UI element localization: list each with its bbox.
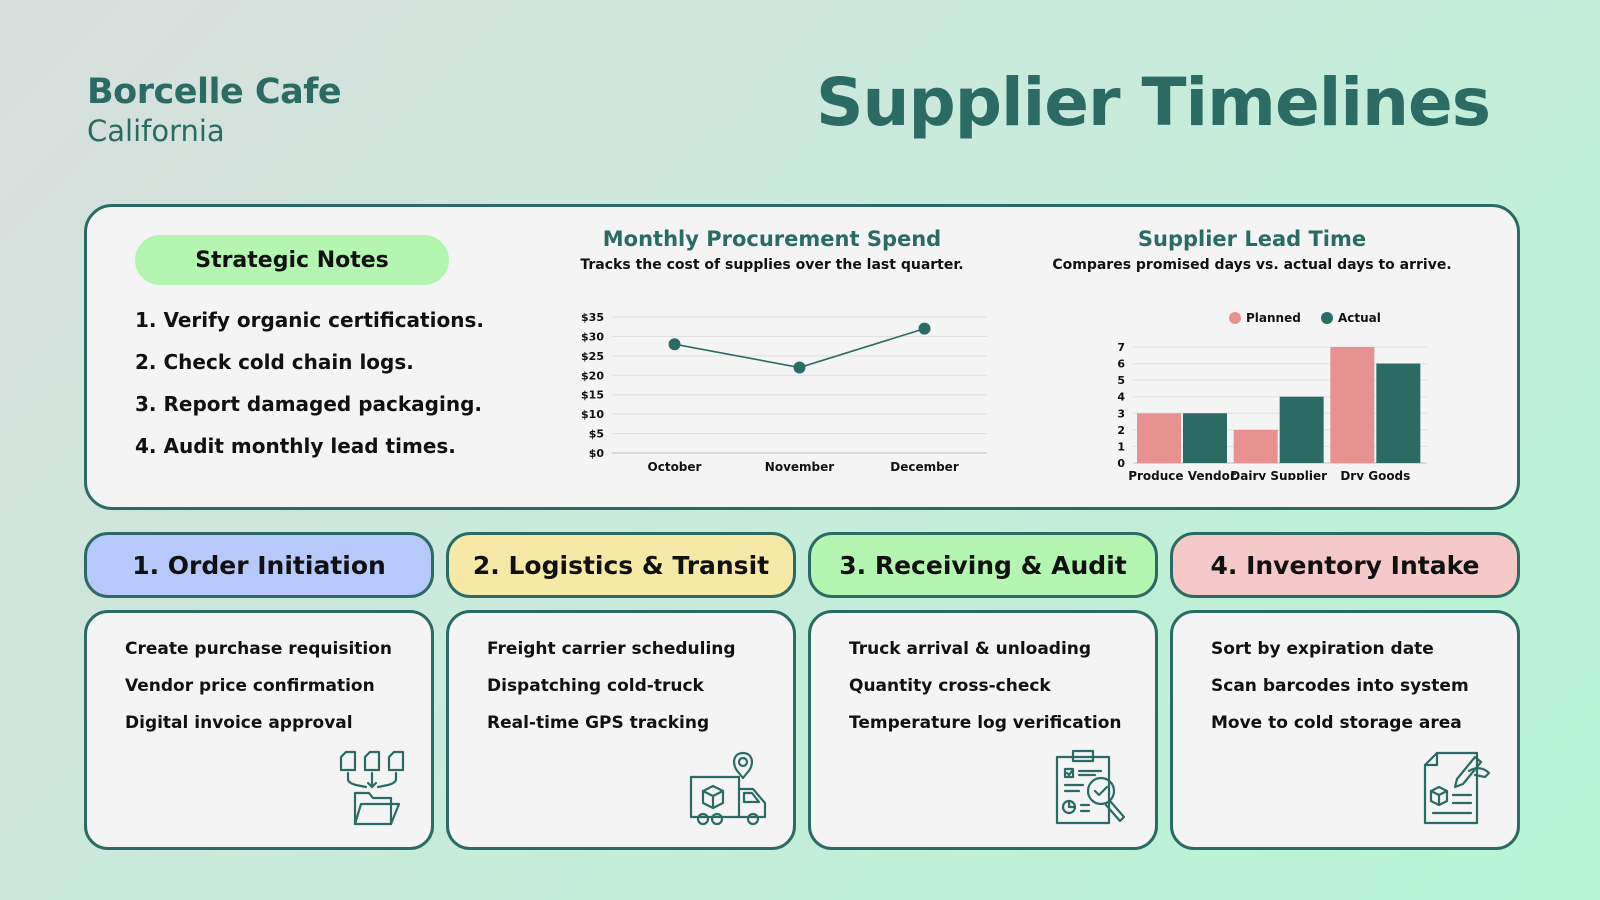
y-tick-label: $15 <box>581 389 604 402</box>
stage-step: Freight carrier scheduling <box>487 639 736 659</box>
lead-chart-subtitle: Compares promised days vs. actual days t… <box>1052 257 1452 273</box>
y-tick-label: $25 <box>581 350 604 363</box>
legend-swatch <box>1229 312 1241 324</box>
note-item: 3. Report damaged packaging. <box>135 392 482 416</box>
note-item: 4. Audit monthly lead times. <box>135 434 456 458</box>
bar <box>1330 347 1375 463</box>
stage-step: Create purchase requisition <box>125 639 393 659</box>
y-tick-label: $20 <box>581 369 604 382</box>
spend-chart-subtitle: Tracks the cost of supplies over the las… <box>580 257 964 273</box>
legend-label: Planned <box>1246 311 1301 325</box>
lead-chart-header: Supplier Lead Time Compares promised day… <box>1017 227 1487 273</box>
y-tick-label: 0 <box>1117 457 1125 470</box>
x-tick-label: Dairy Supplier <box>1230 469 1327 480</box>
stage-step: Truck arrival & unloading <box>849 639 1092 659</box>
spend-chart-header: Monthly Procurement Spend Tracks the cos… <box>542 227 1002 273</box>
stage-step: Dispatching cold-truck <box>487 676 704 696</box>
y-tick-label: 6 <box>1117 358 1125 371</box>
legend-label: Actual <box>1338 311 1381 325</box>
clipboard-inspect-icon <box>1055 749 1126 825</box>
stage-logistics-transit-header: 2. Logistics & Transit <box>446 532 796 598</box>
delivery-truck-icon <box>689 751 767 826</box>
page-title: Supplier Timelines <box>815 64 1491 141</box>
strategic-notes-list: 1. Verify organic certifications. 2. Che… <box>135 309 484 477</box>
y-tick-label: 2 <box>1117 424 1125 437</box>
x-tick-label: Produce Vendor <box>1128 469 1236 480</box>
note-item: 2. Check cold chain logs. <box>135 350 414 374</box>
stage-inventory-intake-header: 4. Inventory Intake <box>1170 532 1520 598</box>
note-item: 1. Verify organic certifications. <box>135 308 484 332</box>
documents-folder-icon <box>339 750 405 826</box>
stage-step: Quantity cross-check <box>849 676 1051 696</box>
y-tick-label: 5 <box>1117 374 1125 387</box>
stage-logistics-transit-card: Freight carrier scheduling Dispatching c… <box>446 610 796 850</box>
overview-panel: Strategic Notes 1. Verify organic certif… <box>84 204 1520 510</box>
x-tick-label: October <box>648 460 702 474</box>
y-tick-label: 7 <box>1117 341 1125 354</box>
data-point <box>918 322 931 335</box>
stage-step: Temperature log verification <box>849 713 1122 733</box>
bar <box>1183 413 1227 463</box>
y-tick-label: 3 <box>1117 407 1125 420</box>
x-tick-label: Dry Goods <box>1340 469 1410 480</box>
y-tick-label: $0 <box>589 447 605 460</box>
stage-step: Real-time GPS tracking <box>487 713 710 733</box>
stage-receiving-audit-header: 3. Receiving & Audit <box>808 532 1158 598</box>
stage-inventory-intake-card: Sort by expiration date Scan barcodes in… <box>1170 610 1520 850</box>
bar <box>1279 396 1324 463</box>
spend-chart-title: Monthly Procurement Spend <box>602 227 942 251</box>
y-tick-label: $35 <box>581 311 604 324</box>
brand-name: Borcelle Cafe <box>87 72 342 112</box>
stage-step: Digital invoice approval <box>125 713 353 733</box>
y-tick-label: $30 <box>581 330 604 343</box>
strategic-notes-heading: Strategic Notes <box>135 235 449 285</box>
stage-order-initiation-card: Create purchase requisition Vendor price… <box>84 610 434 850</box>
inventory-document-icon <box>1423 751 1491 825</box>
y-tick-label: 1 <box>1117 440 1125 453</box>
y-tick-label: $5 <box>589 428 604 441</box>
stage-order-initiation-header: 1. Order Initiation <box>84 532 434 598</box>
x-tick-label: December <box>890 460 959 474</box>
lead-chart-title: Supplier Lead Time <box>1137 227 1367 251</box>
stage-step: Move to cold storage area <box>1211 713 1462 733</box>
y-tick-label: $10 <box>581 408 604 421</box>
y-tick-label: 4 <box>1117 391 1125 404</box>
stage-step: Vendor price confirmation <box>125 676 375 696</box>
x-tick-label: November <box>765 460 834 474</box>
legend-swatch <box>1321 312 1333 324</box>
stage-step: Scan barcodes into system <box>1211 676 1469 696</box>
stage-receiving-audit-card: Truck arrival & unloading Quantity cross… <box>808 610 1158 850</box>
brand: Borcelle Cafe California <box>87 72 342 148</box>
bar <box>1233 429 1278 463</box>
stage-step: Sort by expiration date <box>1211 639 1434 659</box>
data-point <box>668 338 681 351</box>
data-point <box>793 361 806 374</box>
brand-location: California <box>87 114 225 148</box>
bar <box>1376 363 1421 463</box>
bar <box>1137 413 1181 463</box>
